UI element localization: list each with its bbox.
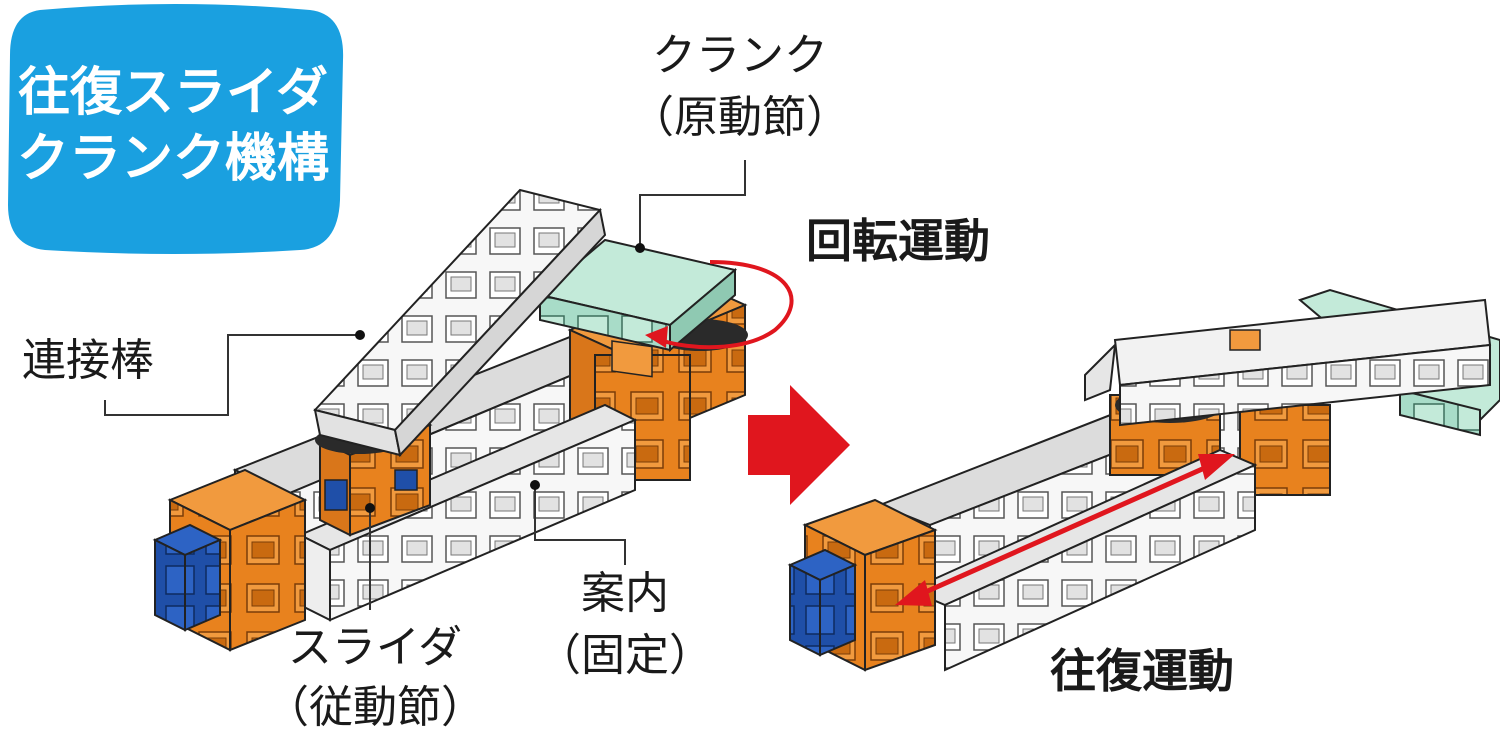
left-crank-block (537, 238, 738, 378)
crank-leader-line (639, 160, 746, 248)
crank-label-line-1: クランク (652, 30, 828, 81)
guide-label-line-2: （固定） (537, 630, 713, 681)
rotary-motion-label: 回転運動 (806, 214, 990, 268)
crank-label-line-2: （原動節） (630, 92, 850, 143)
guide-leader-line (534, 485, 626, 565)
leader-lines (104, 160, 746, 610)
right-assembly (787, 288, 1500, 672)
connecting-rod-label: 連接棒 (22, 335, 154, 386)
right-navy-end-block (787, 548, 858, 657)
title-line-2: クランク機構 (16, 129, 329, 189)
left-connecting-rod (313, 188, 607, 458)
title-badge: 往復スライダ クランク機構 (0, 0, 350, 255)
reciprocating-motion-label: 往復運動 (1050, 644, 1234, 698)
right-arrow-icon (748, 385, 850, 505)
slider-label-line-2: （従動節） (265, 682, 485, 733)
rod-leader-line (104, 334, 360, 416)
left-navy-end-block (152, 523, 223, 632)
guide-label-line-1: 案内 (581, 568, 669, 619)
right-connecting-rod (1084, 298, 1492, 427)
left-assembly (152, 188, 794, 652)
right-guide-rail-front-side (944, 463, 1256, 672)
title-line-1: 往復スライダ (18, 63, 328, 123)
rotation-arrow-icon (645, 260, 794, 350)
double-headed-arrow-icon (895, 454, 1235, 606)
slider-label-line-1: スライダ (287, 622, 463, 673)
title-badge-shape (8, 4, 344, 254)
